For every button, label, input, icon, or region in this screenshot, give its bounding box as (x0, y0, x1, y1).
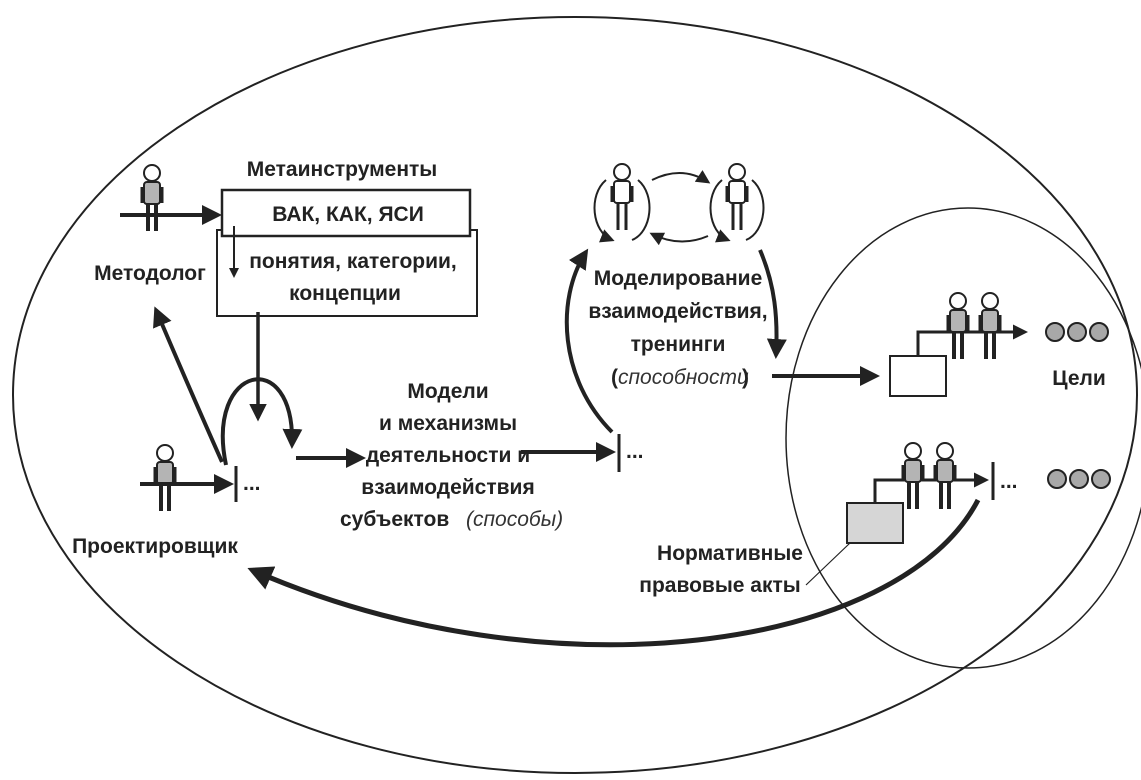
norms-person-2-icon (933, 441, 957, 511)
exchange-arrow-top (651, 170, 711, 184)
models-label-line3: деятельности и (366, 444, 530, 467)
goal-circle-icon (1067, 322, 1087, 342)
norms-pointer-line (805, 542, 851, 586)
modeling-open-paren: ( (611, 366, 618, 389)
modeling-label-line3: тренинги (631, 333, 726, 356)
bar-to-modeling-arrow (564, 248, 614, 434)
goal-circle-icon (1045, 322, 1065, 342)
interaction-person-right-icon (725, 162, 749, 232)
goals-person-2-icon (978, 291, 1002, 361)
modeling-close-paren: ) (742, 366, 749, 389)
return-to-designer-arrow (247, 498, 981, 648)
concepts-box (216, 229, 478, 317)
interaction-person-left-icon (610, 162, 634, 232)
metainstruments-label: Метаинструменты (247, 158, 438, 181)
concepts-label-line1: понятия, категории, (249, 250, 457, 273)
right-cycle-arc-2 (745, 179, 765, 241)
norms-person-1-icon (901, 441, 925, 511)
vak-box (220, 188, 472, 238)
left-cycle-arc-2 (631, 179, 651, 241)
norms-label-line1: Нормативные (657, 542, 803, 565)
models-label-line2: и механизмы (379, 412, 517, 435)
vak-label: ВАК, КАК, ЯСИ (272, 203, 424, 226)
concepts-label-line2: концепции (289, 282, 401, 305)
goal-circle-icon (1089, 322, 1109, 342)
norms-connector (873, 472, 989, 503)
outer-ellipse (12, 16, 1138, 774)
goals-box (889, 355, 947, 397)
right-cycle-arc (709, 179, 731, 243)
modeling-label-line2: взаимодействия, (588, 300, 767, 323)
models-ellipsis: ... (626, 440, 644, 463)
designer-to-methodologist-arrow (153, 306, 224, 463)
methodologist-label: Методолог (94, 262, 206, 285)
goals-person-1-icon (946, 291, 970, 361)
models-label-line1: Модели (407, 380, 488, 403)
interaction-down-arrow (758, 249, 787, 359)
designer-person-icon (153, 443, 177, 513)
norms-ellipsis: ... (1000, 470, 1018, 493)
goal-circle-icon (1069, 469, 1089, 489)
models-label-line5: субъектов (340, 508, 449, 531)
loop-arrow (220, 377, 303, 466)
goal-circle-icon (1091, 469, 1111, 489)
modeling-label-line1: Моделирование (594, 267, 763, 290)
designer-ellipsis: ... (243, 472, 261, 495)
methodologist-person-icon (140, 163, 164, 233)
right-ellipse (785, 207, 1141, 669)
modeling-label-italic: способности (618, 366, 749, 389)
norms-label-line2: правовые акты (639, 574, 800, 597)
left-cycle-arc (593, 179, 615, 243)
designer-label: Проектировщик (72, 535, 238, 558)
norms-box (846, 502, 904, 544)
goals-label: Цели (1052, 367, 1106, 390)
models-label-line4: взаимодействия (361, 476, 534, 499)
goals-connector (916, 324, 1028, 356)
goal-circle-icon (1047, 469, 1067, 489)
models-label-italic: (способы) (466, 508, 563, 531)
exchange-arrow-bottom (649, 232, 709, 246)
